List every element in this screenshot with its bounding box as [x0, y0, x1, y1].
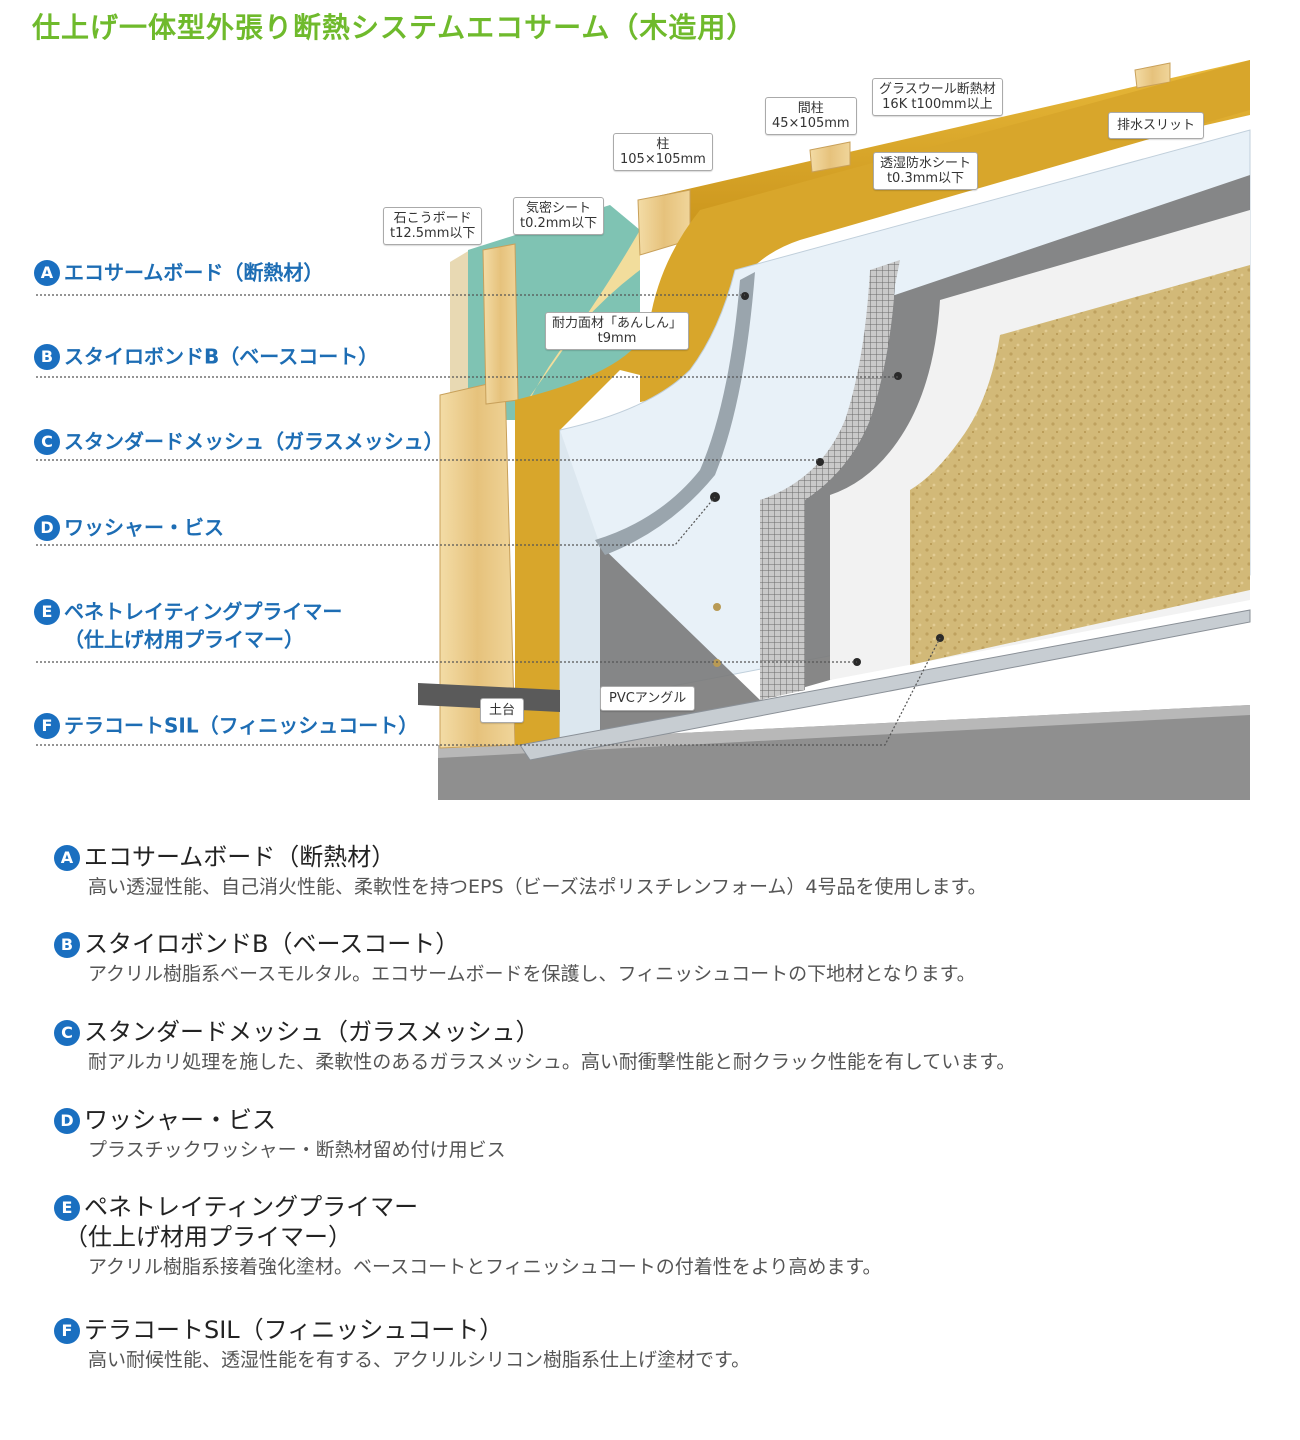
desc-head-c: スタンダードメッシュ（ガラスメッシュ） — [84, 1018, 540, 1046]
badge-c: C — [34, 428, 60, 455]
desc-badge-a: A — [54, 845, 80, 871]
desc-badge-c: C — [54, 1020, 80, 1046]
layer-label-e-sub: （仕上げ材用プライマー） — [64, 627, 304, 652]
badge-a: A — [34, 259, 60, 286]
badge-b: B — [34, 343, 60, 370]
desc-badge-f: F — [54, 1318, 80, 1344]
sill-member — [418, 683, 560, 712]
callout-column: 柱 105×105mm — [613, 133, 713, 171]
desc-head-e: ペネトレイティングプライマー — [84, 1193, 419, 1221]
desc-head-b: スタイロボンドB（ベースコート） — [84, 930, 460, 958]
badge-e: E — [34, 598, 60, 625]
callout-glass-wool: グラスウール断熱材 16K t100mm以上 — [872, 78, 1003, 116]
wall-section-diagram — [36, 60, 1251, 800]
column-member — [439, 243, 519, 749]
callout-stud: 間柱 45×105mm — [765, 97, 857, 135]
mesh-layer — [760, 260, 900, 700]
desc-body-f: 高い耐候性能、透湿性能を有する、アクリルシリコン樹脂系仕上げ塗材です。 — [88, 1349, 751, 1371]
leader-lines — [36, 294, 941, 746]
desc-body-e: アクリル樹脂系接着強化塗材。ベースコートとフィニッシュコートの付着性をより高めま… — [88, 1256, 882, 1278]
desc-head-f: テラコートSIL（フィニッシュコート） — [84, 1316, 504, 1344]
callout-structural-panel: 耐力面材「あんしん」 t9mm — [545, 312, 690, 350]
finish-coat-layer — [910, 265, 1250, 665]
callout-breathable-sheet: 透湿防水シート t0.3mm以下 — [873, 152, 979, 190]
callout-pvc-angle: PVCアングル — [600, 686, 696, 711]
desc-badge-d: D — [54, 1108, 80, 1134]
pvc-angle — [519, 609, 1251, 761]
callout-airtight-sheet: 気密シート t0.2mm以下 — [513, 197, 605, 235]
desc-body-a: 高い透湿性能、自己消火性能、柔軟性を持つEPS（ビーズ法ポリスチレンフォーム）4… — [88, 876, 987, 898]
callout-drain-slit: 排水スリット — [1108, 112, 1205, 139]
badge-f: F — [34, 712, 60, 739]
callout-sill: 土台 — [480, 698, 525, 723]
desc-body-c: 耐アルカリ処理を施した、柔軟性のあるガラスメッシュ。高い耐衝撃性能と耐クラック性… — [88, 1051, 1016, 1073]
structural-panel-layer — [515, 60, 1250, 745]
badge-d: D — [34, 514, 60, 541]
desc-badge-b: B — [54, 932, 80, 958]
desc-badge-e: E — [54, 1195, 80, 1221]
desc-head-a: エコサームボード（断熱材） — [84, 843, 396, 871]
desc-sub-e: （仕上げ材用プライマー） — [64, 1223, 352, 1251]
page-title: 仕上げ一体型外張り断熱システムエコサーム（木造用） — [32, 11, 756, 44]
desc-body-b: アクリル樹脂系ベースモルタル。エコサームボードを保護し、フィニッシュコートの下地… — [88, 963, 976, 985]
desc-body-d: プラスチックワッシャー・断熱材留め付け用ビス — [88, 1139, 506, 1161]
callout-plaster-board: 石こうボード t12.5mm以下 — [383, 207, 483, 245]
desc-head-d: ワッシャー・ビス — [84, 1106, 276, 1134]
